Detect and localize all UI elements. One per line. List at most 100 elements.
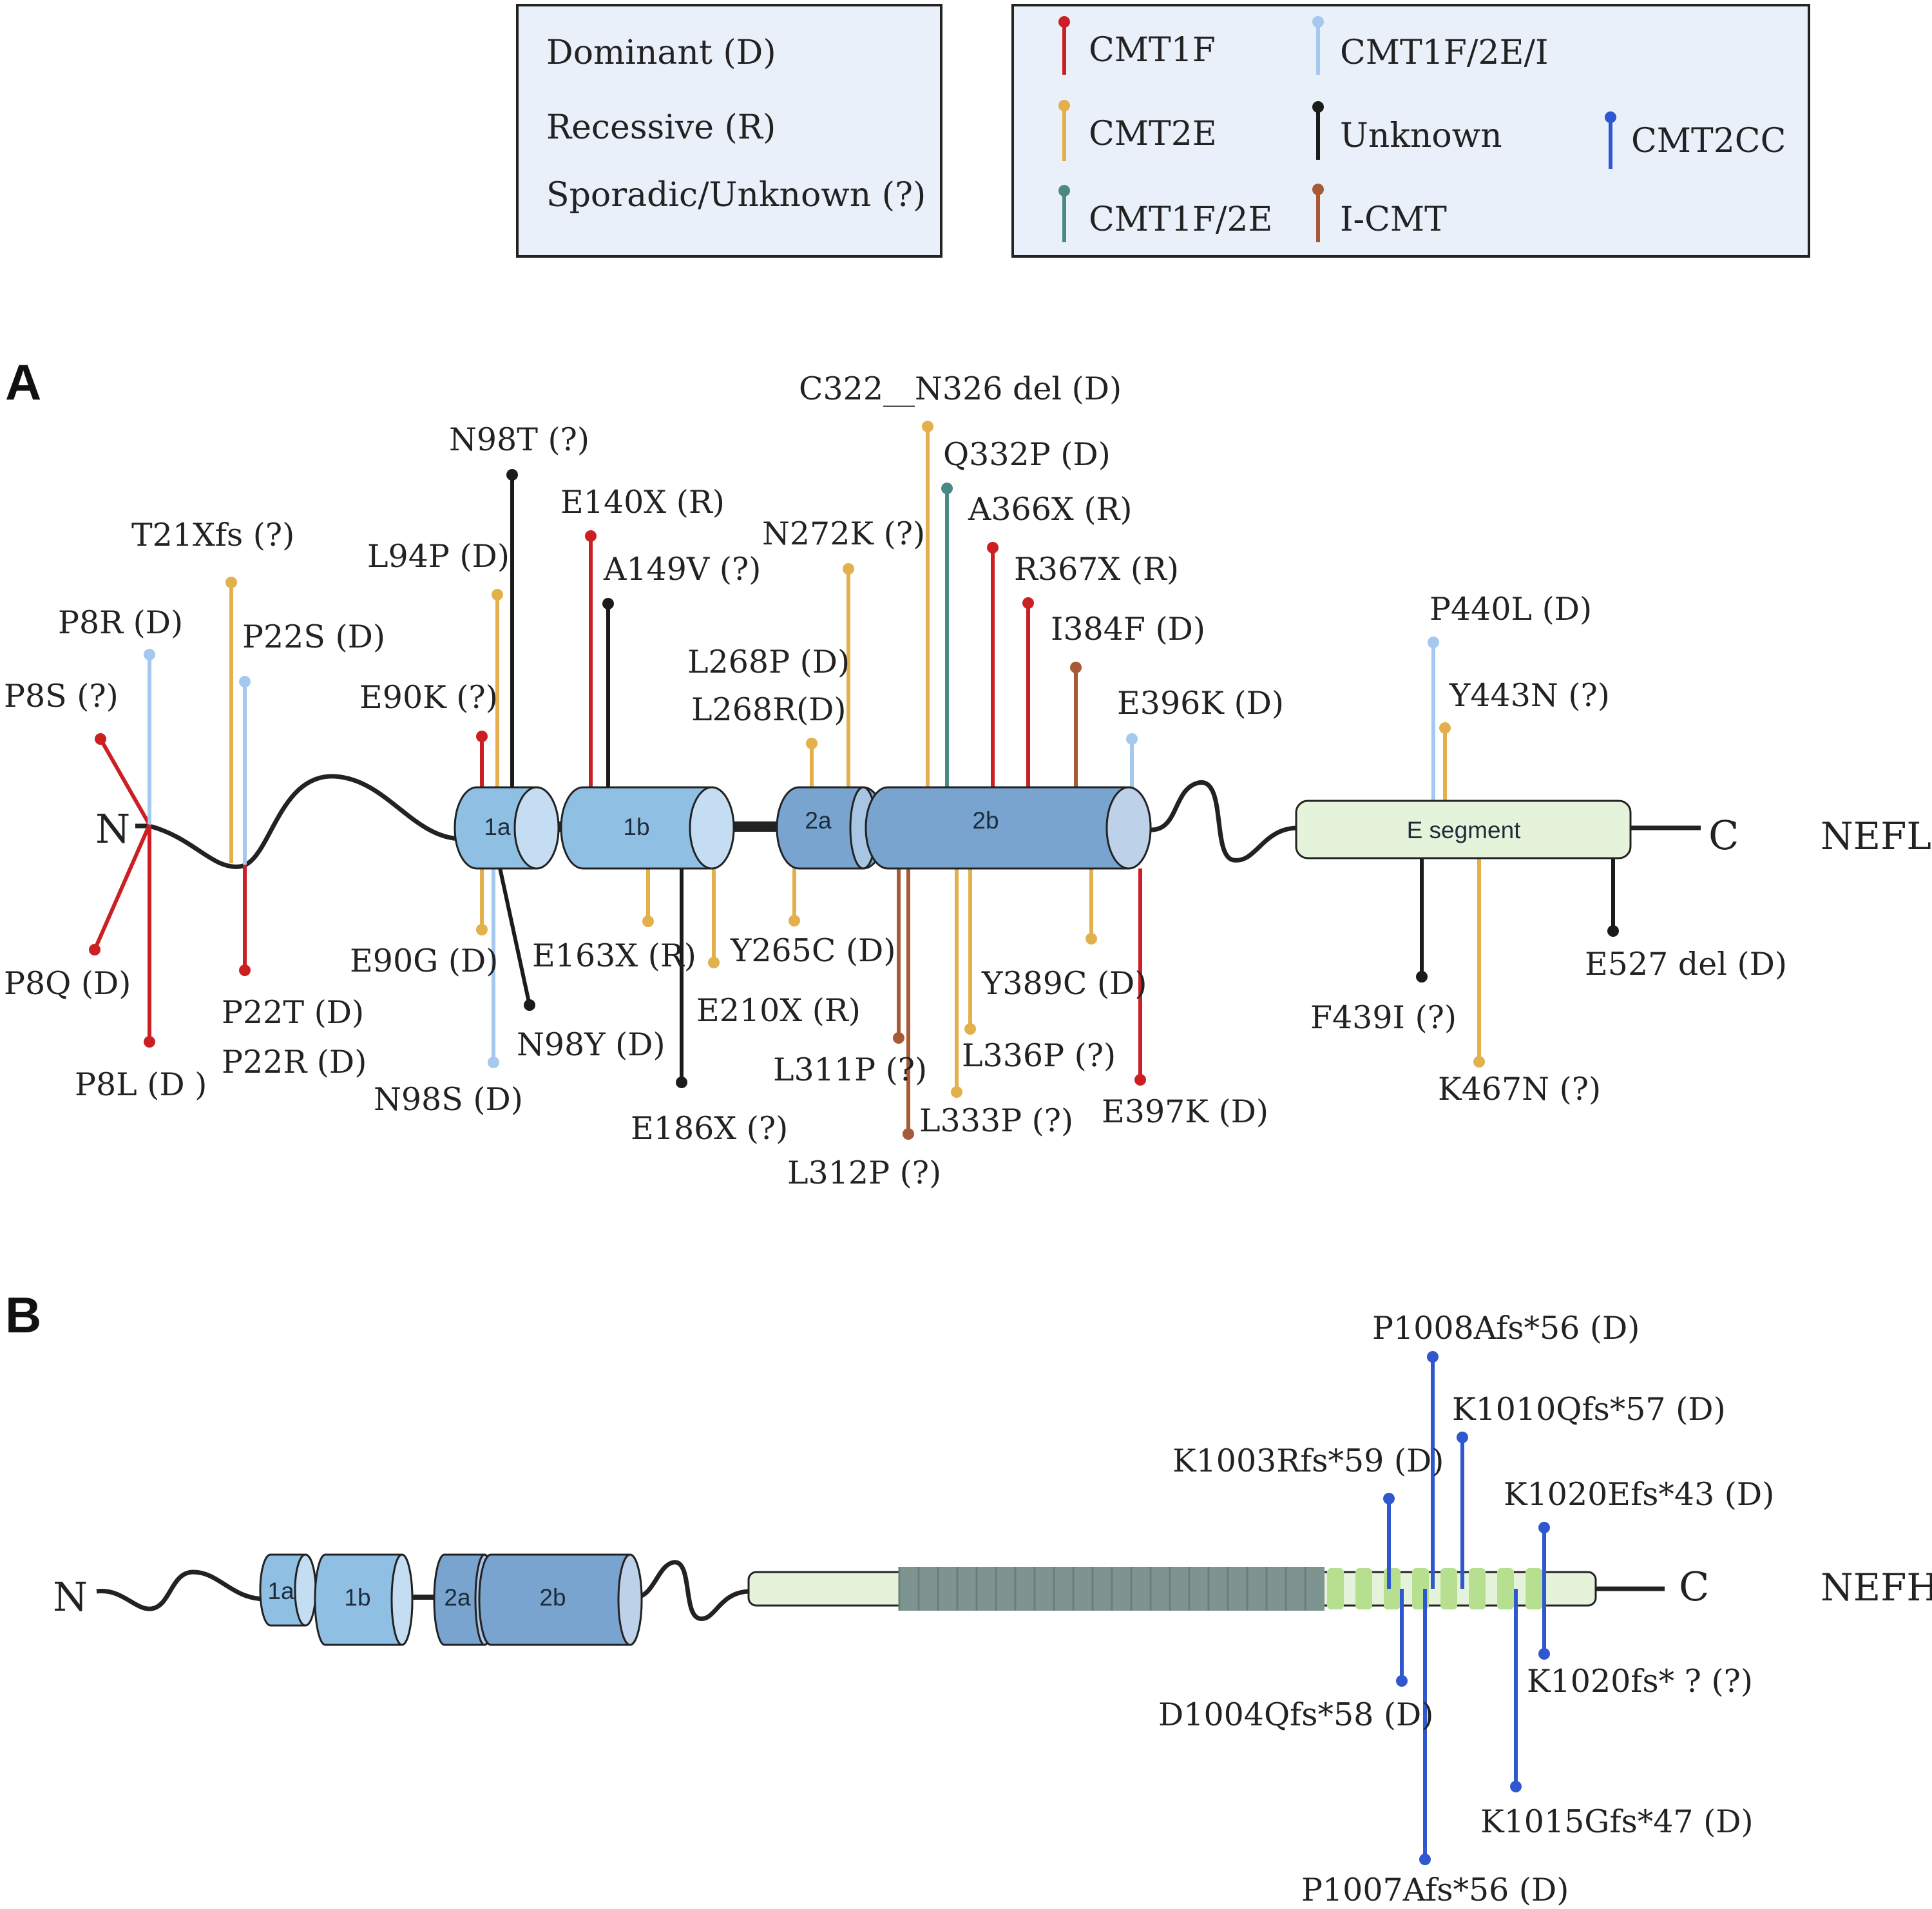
mutation-p8r	[144, 649, 155, 825]
nefl-e-segment: E segment	[1295, 800, 1632, 859]
legend-key-i-cmt	[1312, 184, 1324, 242]
mutation-p1007afs56	[1419, 1589, 1431, 1865]
nefh-domain-1b: 1b	[314, 1553, 414, 1646]
label-k467n: K467N (?)	[1438, 1071, 1601, 1108]
phenotype-legend: CMT1F CMT1F/2E/I CMT2E Unknown CMT2CC CM…	[1011, 4, 1810, 258]
mutation-l333p	[951, 868, 962, 1098]
nefh-domain-1a-label: 1a	[267, 1578, 294, 1604]
label-a366x: A366X (R)	[968, 491, 1133, 528]
legend-cmt1f-2e-label: CMT1F/2E	[1089, 200, 1272, 239]
domain-1a-label: 1a	[484, 814, 511, 840]
label-y389c: Y389C (D)	[981, 965, 1147, 1002]
label-y443n: Y443N (?)	[1449, 677, 1610, 714]
label-e90k: E90K (?)	[359, 679, 498, 716]
panel-b-label: B	[5, 1287, 41, 1343]
label-k1003rfs59: K1003Rfs*59 (D)	[1172, 1443, 1444, 1479]
nefh-n-terminus: N	[53, 1573, 88, 1620]
label-e527del: E527 del (D)	[1585, 946, 1787, 983]
label-e396k: E396K (D)	[1117, 685, 1284, 722]
legend-cmt1f-label: CMT1F	[1089, 31, 1216, 70]
label-p1008afs56: P1008Afs*56 (D)	[1372, 1310, 1640, 1347]
label-n98t: N98T (?)	[449, 421, 589, 458]
green-repeat-segment	[1384, 1568, 1401, 1609]
label-n98s: N98S (D)	[374, 1081, 523, 1118]
nefh-mutation-stems	[1383, 1351, 1550, 1865]
mutation-y265c	[789, 868, 800, 926]
nefh-domain-2b: 2b	[478, 1553, 643, 1646]
label-p22t: P22T (D)	[222, 994, 364, 1031]
label-p8r: P8R (D)	[58, 604, 183, 641]
mutation-p440l	[1428, 637, 1439, 802]
nefh-domain-1b-label: 1b	[344, 1584, 370, 1611]
legend-cmt2cc-label: CMT2CC	[1631, 122, 1786, 160]
mutation-l94p	[492, 589, 503, 794]
green-repeat-segment	[1469, 1568, 1486, 1609]
nefl-mutation-stems	[89, 421, 1619, 1140]
nefl-domain-1b: 1b	[560, 786, 735, 870]
green-repeat-segment	[1440, 1568, 1457, 1609]
label-p22r: P22R (D)	[222, 1044, 367, 1080]
label-l312p: L312P (?)	[787, 1155, 941, 1191]
mutation-e397k	[1134, 868, 1146, 1086]
mutation-p22t	[239, 865, 251, 976]
nefh-grey-repeats	[898, 1567, 1306, 1611]
label-t21xfs: T21Xfs (?)	[131, 517, 294, 553]
mutation-p22s	[239, 676, 251, 865]
label-k1020efs43: K1020Efs*43 (D)	[1504, 1476, 1774, 1513]
mutation-f439i	[1416, 857, 1428, 983]
mutation-l336p	[964, 868, 976, 1035]
nefh-tail	[747, 1567, 1597, 1611]
label-e140x: E140X (R)	[560, 484, 725, 521]
label-p1007afs56: P1007Afs*56 (D)	[1301, 1872, 1569, 1908]
nefl-domain-2b: 2b	[865, 786, 1152, 870]
mutation-p8q	[89, 823, 151, 955]
label-r367x: R367X (R)	[1014, 551, 1179, 588]
nefh-mutation-labels: P1008Afs*56 (D) K1010Qfs*57 (D) K1003Rfs…	[1158, 1310, 1774, 1908]
domain-2a-label: 2a	[805, 807, 832, 834]
mutation-l268p	[806, 738, 818, 787]
mutation-p8s	[95, 733, 151, 826]
mutation-a366x	[987, 542, 999, 787]
mutation-p1008afs56	[1427, 1351, 1439, 1589]
mutation-e210x	[708, 868, 720, 968]
legend-sporadic: Sporadic/Unknown (?)	[546, 176, 926, 215]
mutation-e527del	[1607, 857, 1619, 937]
nefh-domain-2a-label: 2a	[444, 1584, 471, 1611]
mutation-k1020fs	[1538, 1589, 1550, 1660]
green-repeat-segment	[1497, 1568, 1514, 1609]
mutation-n98y	[497, 861, 535, 1011]
mutation-q332p	[941, 483, 953, 787]
inheritance-legend-box	[516, 4, 942, 258]
nefh-c-terminus: C	[1679, 1563, 1709, 1610]
green-repeat-segment	[1327, 1568, 1344, 1609]
mutation-l312p	[903, 868, 914, 1140]
mutation-e90k	[476, 731, 488, 794]
label-d1004qfs58: D1004Qfs*58 (D)	[1158, 1696, 1433, 1733]
label-e210x: E210X (R)	[696, 992, 861, 1029]
label-l268r: L268R(D)	[691, 691, 846, 728]
label-k1010qfs57: K1010Qfs*57 (D)	[1452, 1391, 1726, 1428]
label-y265c: Y265C (D)	[730, 932, 895, 969]
legend-key-cmt1f-2e-i	[1312, 16, 1324, 75]
legend-i-cmt-label: I-CMT	[1340, 200, 1447, 239]
nefl-n-terminus: N	[95, 805, 130, 852]
nefh-domain-1a: 1a	[259, 1553, 317, 1627]
label-p8l: P8L (D )	[75, 1066, 207, 1103]
legend-dominant: Dominant (D)	[546, 34, 776, 72]
label-e186x: E186X (?)	[631, 1110, 788, 1147]
label-e397k: E397K (D)	[1102, 1093, 1268, 1130]
mutation-i384f	[1070, 662, 1082, 787]
legend-cmt2e-label: CMT2E	[1089, 115, 1217, 153]
nefl-domain-1a: 1a	[454, 786, 560, 870]
label-p8q: P8Q (D)	[4, 965, 131, 1002]
label-k1020fs: K1020fs* ? (?)	[1527, 1663, 1753, 1700]
mutation-k1010qfs57	[1457, 1432, 1468, 1589]
inheritance-legend: Dominant (D) Recessive (R) Sporadic/Unkn…	[516, 4, 942, 258]
mutation-e90g	[476, 862, 488, 935]
mutation-k1003rfs59	[1383, 1493, 1395, 1589]
label-l311p: L311P (?)	[773, 1051, 927, 1088]
phenotype-legend-box	[1011, 4, 1810, 258]
label-l268p: L268P (D)	[687, 644, 850, 680]
mutation-t21xfs	[225, 577, 237, 863]
